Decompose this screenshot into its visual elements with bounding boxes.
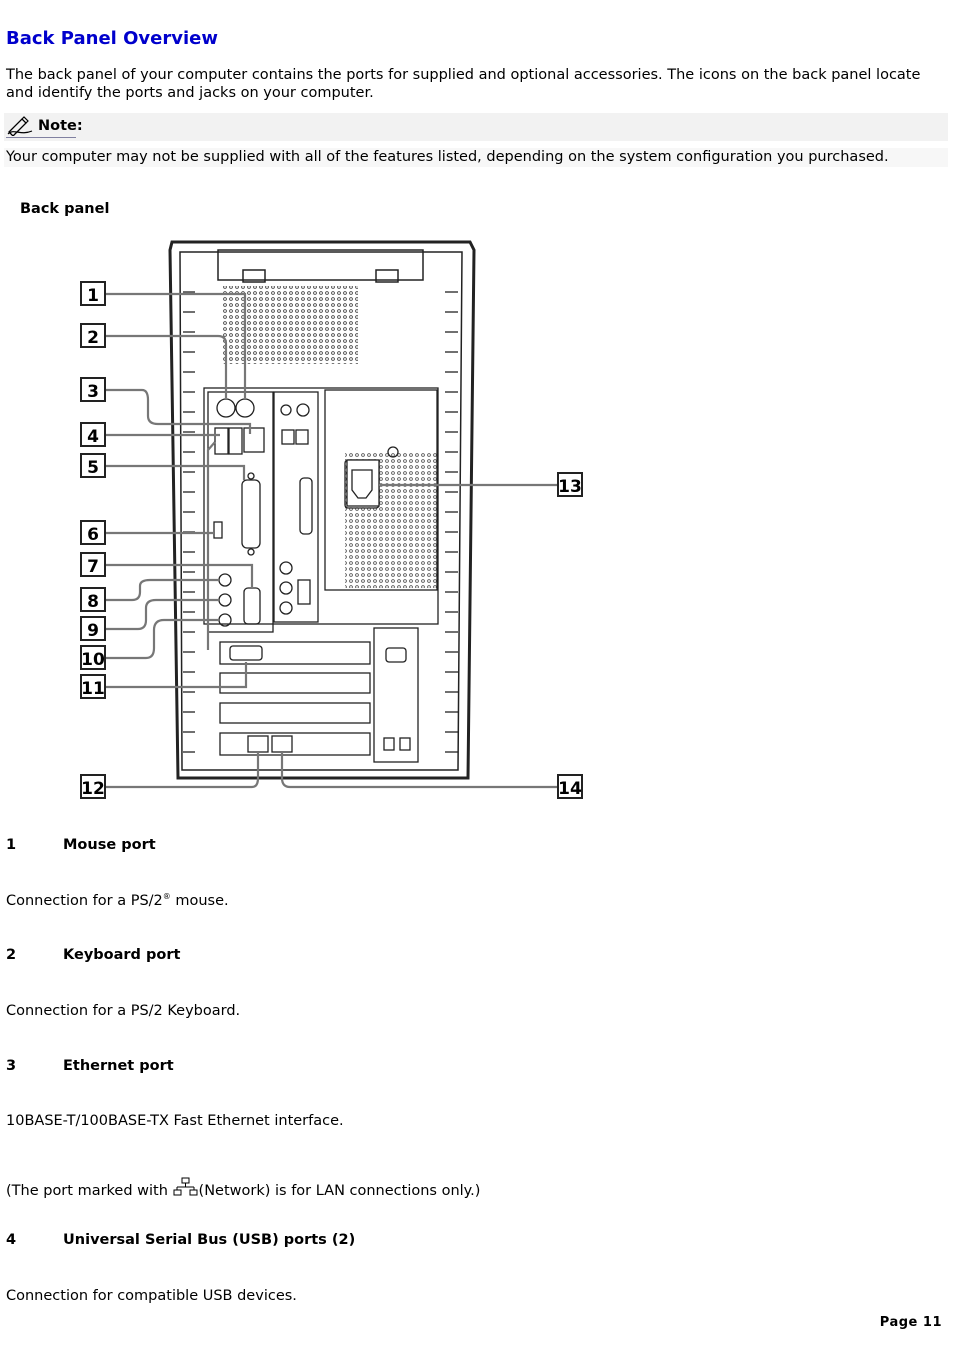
callout-11: 11 <box>81 679 105 699</box>
callout-12: 12 <box>81 779 105 799</box>
side-vents <box>183 291 458 753</box>
callout-4: 4 <box>87 427 99 447</box>
item-number: 4 <box>6 1232 17 1248</box>
page-number: Page 11 <box>879 1315 942 1330</box>
callout-13: 13 <box>558 477 582 497</box>
callout-6: 6 <box>87 525 99 545</box>
item-description: (The port marked with (Network) is for L… <box>6 1177 480 1199</box>
note-pencil-icon <box>7 116 33 136</box>
note-header <box>4 113 948 141</box>
item-number: 1 <box>6 837 17 853</box>
figure-caption: Back panel <box>20 201 110 217</box>
callout-1: 1 <box>87 286 99 306</box>
page-title: Back Panel Overview <box>6 28 218 49</box>
item-heading: Universal Serial Bus (USB) ports (2) <box>63 1232 356 1248</box>
callout-leaders <box>105 292 558 789</box>
item-number: 3 <box>6 1058 17 1074</box>
item-description: Connection for a PS/2® mouse. <box>6 892 229 909</box>
top-vent <box>222 286 358 364</box>
item-description: Connection for compatible USB devices. <box>6 1288 297 1304</box>
network-icon <box>173 1177 198 1196</box>
callout-9: 9 <box>87 621 99 641</box>
item-heading: Keyboard port <box>63 947 181 963</box>
callout-10: 10 <box>81 650 105 670</box>
note-label: Note: <box>38 118 83 134</box>
back-panel-diagram: 1 2 3 4 5 6 7 8 9 10 11 12 13 14 <box>80 240 583 799</box>
callout-boxes <box>80 281 583 799</box>
callout-7: 7 <box>87 557 99 577</box>
item-description: Connection for a PS/2 Keyboard. <box>6 1003 241 1019</box>
item-heading: Ethernet port <box>63 1058 174 1074</box>
callout-2: 2 <box>87 328 99 348</box>
callout-5: 5 <box>87 458 99 478</box>
callout-8: 8 <box>87 592 99 612</box>
note-text: Your computer may not be supplied with a… <box>6 149 889 165</box>
item-heading: Mouse port <box>63 837 156 853</box>
note-underline <box>6 137 76 138</box>
note-text-bg <box>4 148 948 167</box>
item-number: 2 <box>6 947 17 963</box>
callout-14: 14 <box>558 779 582 799</box>
callout-3: 3 <box>87 382 99 402</box>
item-description: 10BASE-T/100BASE-TX Fast Ethernet interf… <box>6 1113 344 1129</box>
intro-paragraph: The back panel of your computer contains… <box>6 67 921 101</box>
